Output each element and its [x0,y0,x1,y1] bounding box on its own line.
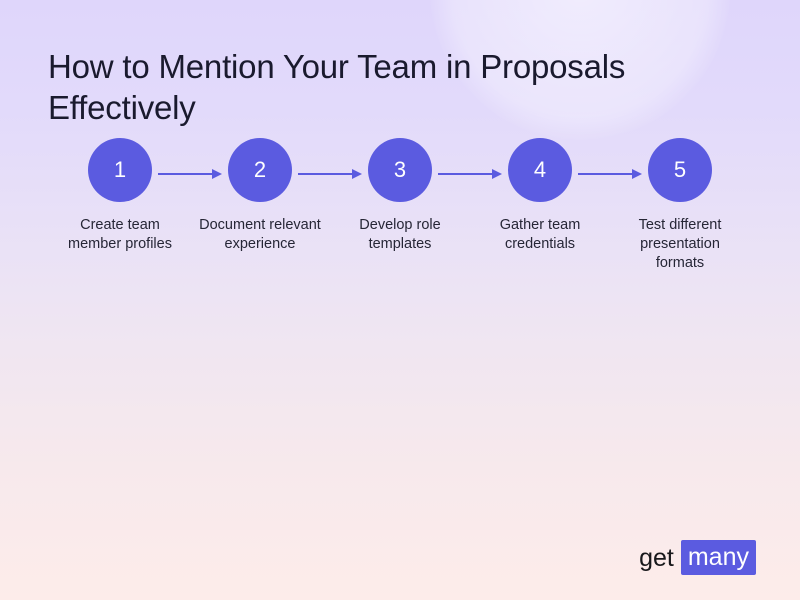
page-title: How to Mention Your Team in Proposals Ef… [48,48,626,127]
step-number-badge: 2 [228,138,292,202]
step-label: Develop role templates [359,217,441,252]
step-number-badge: 1 [88,138,152,202]
step-number-badge: 3 [368,138,432,202]
flow-step-1: 1 Create team member profiles [50,138,190,254]
step-label: Test different presentation formats [638,217,722,271]
flow-step-2: 2 Document relevant experience [190,138,330,254]
flow-step-5: 5 Test different presentation formats [610,138,750,273]
step-label: Create team member profiles [68,217,172,252]
step-number-badge: 4 [508,138,572,202]
step-flow-diagram: 1 Create team member profiles 2 Document… [50,138,750,298]
flow-step-4: 4 Gather team credentials [470,138,610,254]
logo-primary-text: get [639,543,674,572]
brand-logo: get many [639,540,756,575]
step-label: Document relevant experience [199,217,321,252]
step-label: Gather team credentials [499,217,581,252]
logo-highlight-text: many [680,540,756,575]
step-number-badge: 5 [648,138,712,202]
flow-step-3: 3 Develop role templates [330,138,470,254]
